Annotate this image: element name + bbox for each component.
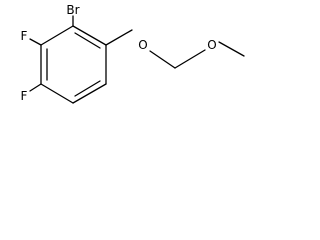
bond-c-o-ether bbox=[105, 29, 133, 46]
oxygen-methoxy-label: O bbox=[207, 38, 216, 52]
ring-double-bond-inner-2 bbox=[74, 80, 101, 97]
substituent-bonds bbox=[29, 15, 245, 92]
ring-bond-c3-c4 bbox=[72, 83, 107, 104]
bond-ch2-o bbox=[174, 49, 206, 69]
ring-bond-c6-c1 bbox=[40, 25, 74, 46]
benzene-ring bbox=[40, 25, 107, 104]
ring-bond-c4-c5 bbox=[40, 83, 74, 104]
fluorine-lower-label: F bbox=[21, 89, 28, 103]
bond-o-ch3 bbox=[218, 41, 245, 57]
diagram-background bbox=[0, 0, 253, 137]
oxygen-ether-label: O bbox=[138, 38, 147, 52]
fluorine-upper-label: F bbox=[21, 29, 28, 43]
bond-c-f-upper bbox=[29, 38, 42, 46]
ring-double-bond-inner-1 bbox=[74, 32, 101, 49]
molecule-diagram: Br F F O O bbox=[0, 0, 253, 137]
structure-canvas: Br F F O O bbox=[0, 0, 253, 137]
bromine-label: Br bbox=[66, 3, 79, 17]
ring-bond-c1-c2 bbox=[72, 25, 107, 46]
atom-labels: Br F F O O bbox=[21, 3, 217, 103]
bond-o-ch2 bbox=[149, 50, 176, 69]
bond-c-f-lower bbox=[29, 83, 42, 92]
